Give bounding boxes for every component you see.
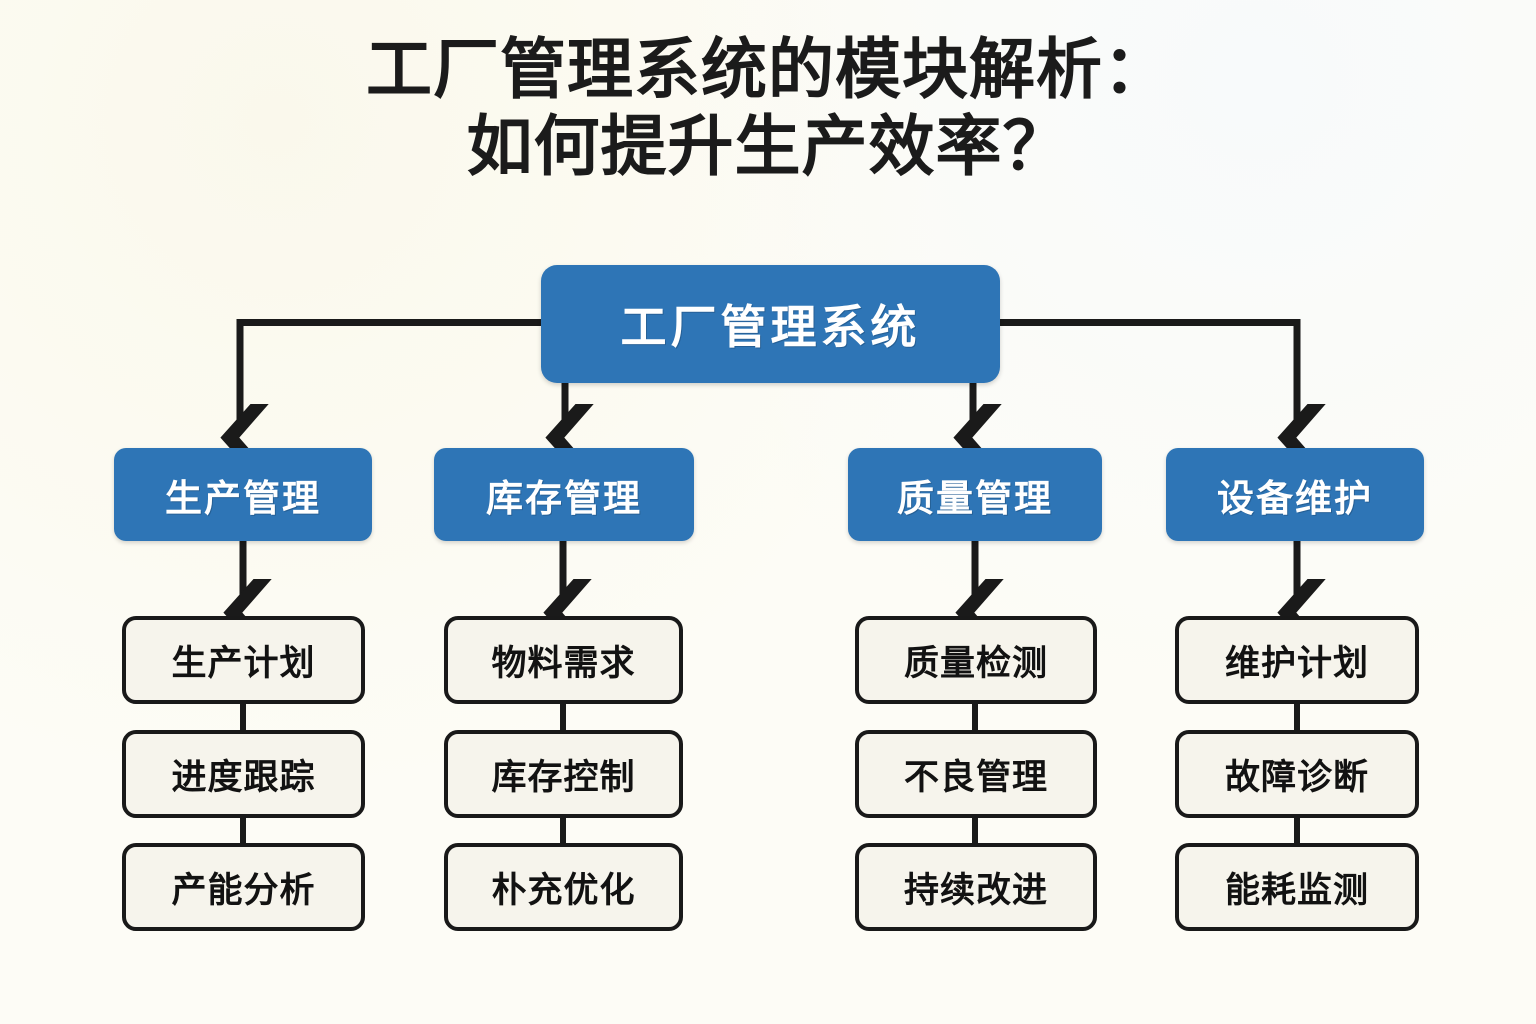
- page-title-line-1: 工厂管理系统的模块解析：: [366, 32, 1170, 106]
- node-branch-equipment-maintenance[interactable]: 设备维护: [1166, 448, 1424, 541]
- node-leaf[interactable]: 生产计划: [122, 616, 365, 704]
- node-branch-inventory-management[interactable]: 库存管理: [434, 448, 694, 541]
- node-leaf[interactable]: 维护计划: [1175, 616, 1419, 704]
- page-title-line-2: 如何提升生产效率？: [466, 109, 1070, 184]
- node-leaf[interactable]: 朴充优化: [444, 843, 683, 931]
- node-branch-production-management[interactable]: 生产管理: [114, 448, 372, 541]
- connector-root-right-bus: [996, 319, 1326, 472]
- page-title: 工厂管理系统的模块解析： 如何提升生产效率？: [0, 32, 1536, 184]
- node-leaf[interactable]: 能耗监测: [1175, 843, 1419, 931]
- node-root[interactable]: 工厂管理系统: [541, 265, 1000, 383]
- node-branch-quality-management[interactable]: 质量管理: [848, 448, 1102, 541]
- connector-root-left-bus: [220, 319, 545, 472]
- node-leaf[interactable]: 库存控制: [444, 730, 683, 818]
- node-leaf[interactable]: 质量检测: [855, 616, 1097, 704]
- node-leaf[interactable]: 产能分析: [122, 843, 365, 931]
- node-leaf[interactable]: 进度跟踪: [122, 730, 365, 818]
- node-leaf[interactable]: 故障诊断: [1175, 730, 1419, 818]
- node-leaf[interactable]: 不良管理: [855, 730, 1097, 818]
- node-leaf[interactable]: 持续改进: [855, 843, 1097, 931]
- node-leaf[interactable]: 物料需求: [444, 616, 683, 704]
